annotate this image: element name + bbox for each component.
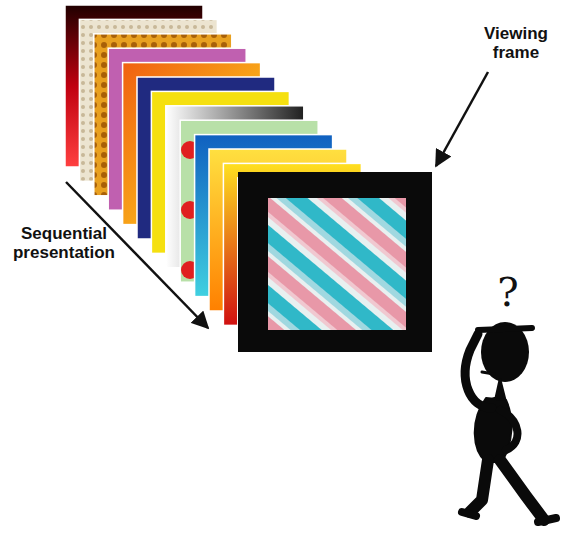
- question-mark: ?: [490, 272, 526, 312]
- leader-arrow: [436, 72, 488, 166]
- frame-label: Viewing frame: [466, 24, 566, 62]
- puzzled-figure: [462, 322, 556, 522]
- arrow-label: Sequential presentation: [4, 224, 124, 262]
- viewing-frame: [238, 172, 432, 352]
